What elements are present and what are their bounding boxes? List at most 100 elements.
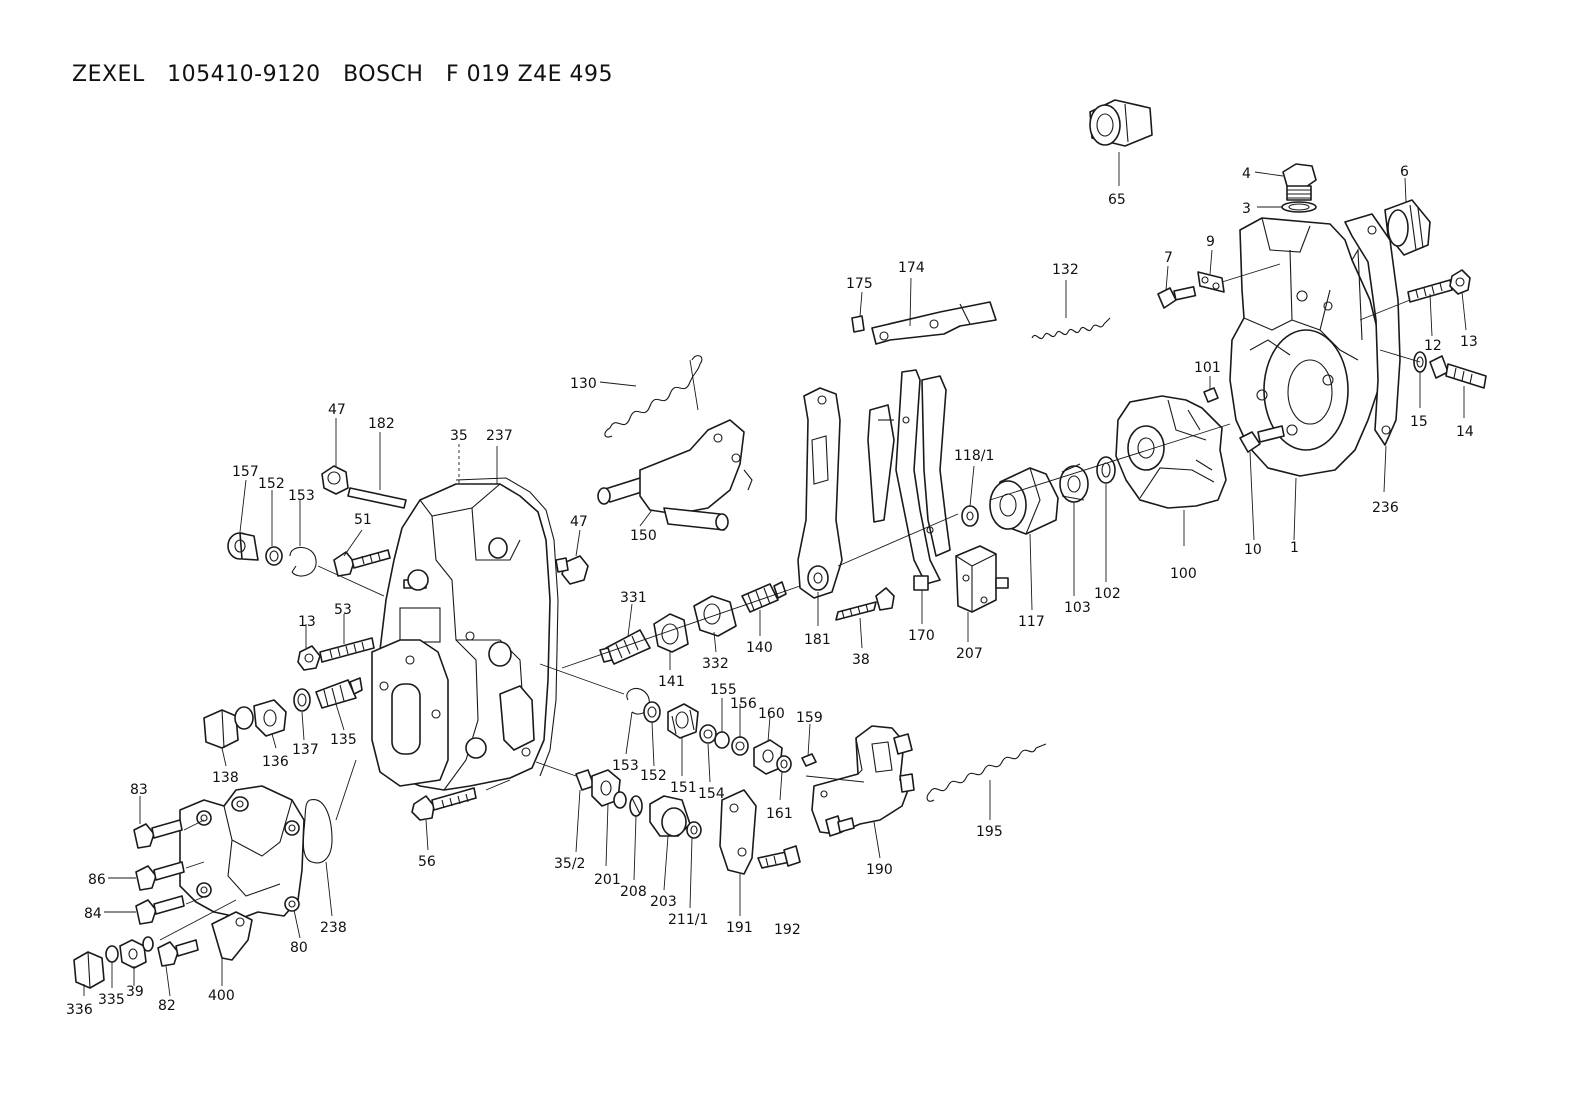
- part-211-1-washer: [686, 821, 702, 839]
- callout-191: 191: [726, 920, 753, 936]
- callout-211-1: 211/1: [668, 912, 708, 928]
- callout-331: 331: [620, 590, 647, 606]
- leader-lines: [83, 152, 1467, 997]
- part-138-cap-nut: [203, 709, 239, 749]
- callout-35-2: 35/2: [554, 856, 585, 872]
- part-175-pin: [851, 315, 865, 333]
- part-10-bolt: [1239, 425, 1285, 453]
- part-53-adjusting-screw: [319, 637, 375, 663]
- callout-207: 207: [956, 646, 983, 662]
- part-83-screw: [133, 819, 183, 849]
- part-38-bolt: [835, 587, 895, 621]
- callout-155: 155: [710, 682, 737, 698]
- part-47-bolt-left: [321, 465, 349, 495]
- callout-140: 140: [746, 640, 773, 656]
- callout-138: 138: [212, 770, 239, 786]
- callout-7: 7: [1164, 250, 1173, 266]
- part-331-adjusting-screw: [599, 629, 651, 665]
- part-117-sliding-sleeve: [989, 467, 1059, 535]
- part-3-washer: [1281, 201, 1317, 213]
- callout-203: 203: [650, 894, 677, 910]
- callout-38: 38: [852, 652, 870, 668]
- callout-53: 53: [334, 602, 352, 618]
- part-51-screw: [333, 549, 391, 577]
- governor-cover-front-plate: [371, 639, 449, 787]
- callout-13-upper: 13: [1460, 334, 1478, 350]
- part-152-o-ring-upper: [265, 546, 283, 566]
- callout-201: 201: [594, 872, 621, 888]
- part-13-nut-lower: [297, 645, 321, 671]
- callout-336: 336: [66, 1002, 93, 1018]
- callout-83: 83: [130, 782, 148, 798]
- part-14-adjusting-bolt: [1429, 355, 1487, 389]
- part-13-nut-upper: [1449, 269, 1471, 295]
- callout-12: 12: [1424, 338, 1442, 354]
- part-136-nut: [234, 699, 287, 737]
- callout-84: 84: [84, 906, 102, 922]
- part-203-cap: [649, 795, 691, 837]
- callout-102: 102: [1094, 586, 1121, 602]
- part-174-lever-plate: [871, 301, 997, 345]
- part-154-washer: [699, 724, 717, 744]
- part-155-ring: [714, 731, 730, 749]
- part-101-key: [1203, 387, 1219, 403]
- callout-152-upper: 152: [258, 476, 285, 492]
- part-102-washer: [1096, 456, 1116, 484]
- part-7-screw: [1157, 286, 1197, 309]
- part-208-spring-ring: [629, 795, 643, 817]
- part-65-union-nut: [1089, 99, 1153, 147]
- part-201-o-ring: [613, 791, 627, 809]
- callout-170: 170: [908, 628, 935, 644]
- callout-101: 101: [1194, 360, 1221, 376]
- part-153-circlip-upper: [289, 546, 317, 577]
- part-207-stop-block: [955, 545, 1009, 613]
- part-181-tensioning-lever: [797, 387, 843, 599]
- part-12-stud-screw: [1407, 279, 1453, 303]
- part-140-damper-spring: [741, 581, 787, 613]
- part-195-idle-spring: [926, 743, 1047, 802]
- part-400-lever: [211, 911, 253, 961]
- callout-15: 15: [1410, 414, 1428, 430]
- callout-332: 332: [702, 656, 729, 672]
- part-6-screw-plug: [1384, 199, 1431, 256]
- part-191-stop-plate: [719, 789, 757, 875]
- callout-400: 400: [208, 988, 235, 1004]
- part-141-lock-nut: [653, 613, 689, 653]
- callout-192: 192: [774, 922, 801, 938]
- part-190-bracket: [811, 725, 915, 837]
- callout-237: 237: [486, 428, 513, 444]
- callout-135: 135: [330, 732, 357, 748]
- callout-175: 175: [846, 276, 873, 292]
- part-238-gasket: [302, 799, 333, 864]
- part-336-cap-nut: [73, 951, 105, 989]
- callout-136: 136: [262, 754, 289, 770]
- callout-153-upper: 153: [288, 488, 315, 504]
- part-118-1-washer: [961, 505, 979, 527]
- callout-80: 80: [290, 940, 308, 956]
- part-152-o-ring-lower: [643, 701, 661, 723]
- callout-137: 137: [292, 742, 319, 758]
- part-159-pin: [801, 753, 817, 767]
- page-title: ZEXEL 105410-9120 BOSCH F 019 Z4E 495: [72, 62, 614, 87]
- callout-182: 182: [368, 416, 395, 432]
- callout-335: 335: [98, 992, 125, 1008]
- part-157-plug: [227, 532, 259, 561]
- part-132-tension-spring: [1031, 317, 1111, 340]
- callout-160: 160: [758, 706, 785, 722]
- callout-10: 10: [1244, 542, 1262, 558]
- part-9-clip: [1197, 271, 1225, 293]
- part-84-screw: [135, 895, 185, 925]
- callout-1: 1: [1290, 540, 1299, 556]
- callout-47-left: 47: [328, 402, 346, 418]
- callout-238: 238: [320, 920, 347, 936]
- callout-6: 6: [1400, 164, 1409, 180]
- callout-35: 35: [450, 428, 468, 444]
- callout-236: 236: [1372, 500, 1399, 516]
- part-192-screw: [757, 845, 801, 869]
- callout-100: 100: [1170, 566, 1197, 582]
- part-35-2-fitting: [575, 769, 621, 807]
- callout-132: 132: [1052, 262, 1079, 278]
- part-156-ring: [731, 736, 749, 756]
- part-1-pump-housing: [1229, 217, 1381, 477]
